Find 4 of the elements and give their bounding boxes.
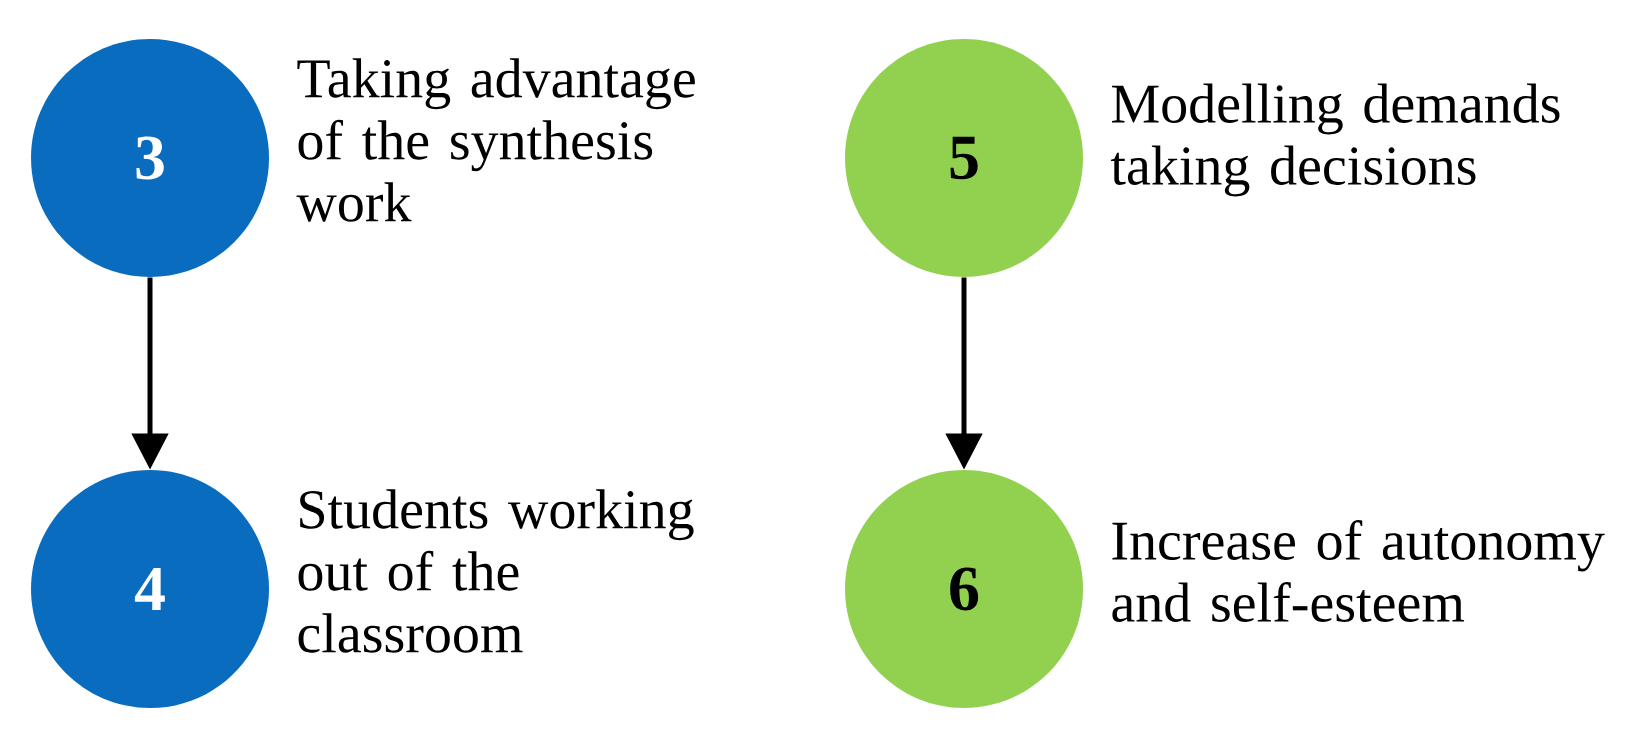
description-text: Taking advantage of the synthesis work (296, 58, 695, 222)
description-text: Students working out of the classroom (298, 489, 694, 653)
description-text: Modelling demands taking decisions (1110, 83, 1560, 197)
description-text: Increase of autonomy and self-esteem (1112, 520, 1605, 622)
